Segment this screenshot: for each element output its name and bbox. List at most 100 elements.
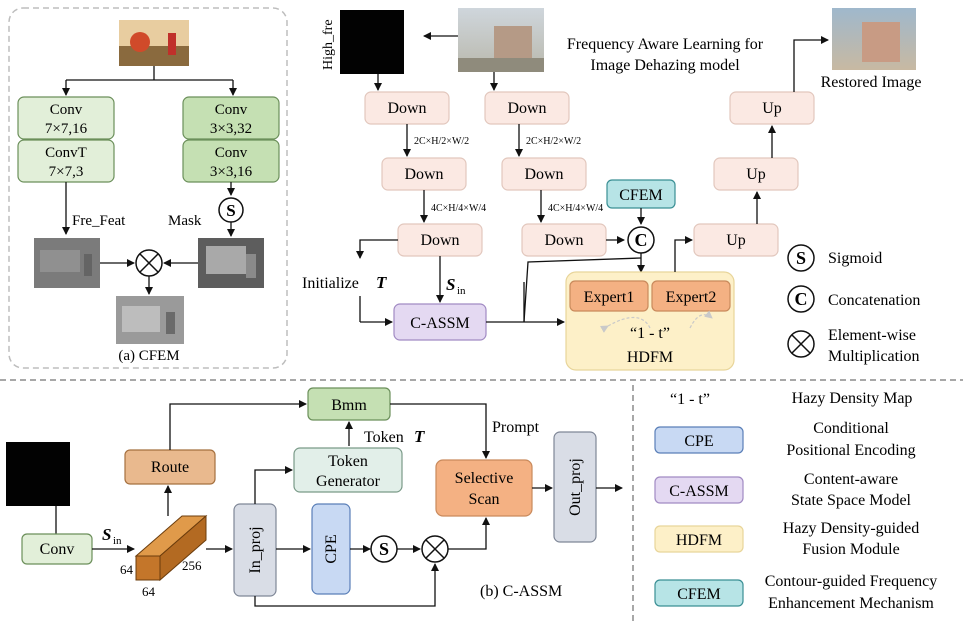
hdfm-1-t: “1 - t”	[630, 325, 670, 342]
down-img-1-label: Down	[507, 100, 546, 117]
legend-hdfm-line1: Hazy Density-guided	[783, 520, 919, 537]
concat-letter: C	[635, 230, 648, 250]
legend-cassm-line2: State Space Model	[791, 492, 912, 509]
cfem-fre-feat-label: Fre_Feat	[72, 213, 126, 229]
cfem-freq-feature-image	[34, 238, 100, 288]
cfem-conv2-box	[182, 96, 280, 140]
up-2-label: Up	[746, 166, 766, 183]
initialize-label: Initialize	[302, 275, 359, 292]
token-gen-line1: Token	[328, 453, 368, 470]
legend-hazy-map: Hazy Density Map	[792, 390, 913, 407]
up-1	[693, 223, 779, 257]
restored-image-label: Restored Image	[821, 74, 922, 91]
legend-hdfm-box	[654, 525, 744, 553]
hazy-input-image	[458, 8, 544, 72]
title-line2: Image Dehazing model	[590, 57, 740, 74]
cfem-output-image	[116, 296, 184, 344]
down-img-1	[484, 91, 570, 125]
expert1-label: Expert1	[584, 289, 635, 306]
down-img-2	[501, 157, 587, 191]
expert2-box	[651, 280, 731, 312]
down-hf-1-label: Down	[387, 100, 426, 117]
token-gen-line2: Generator	[316, 473, 381, 490]
legend-cpe-line1: Conditional	[813, 420, 889, 437]
dim-64a: 64	[120, 562, 134, 577]
cfem-sigmoid-letter: S	[226, 201, 235, 220]
high-fre-label: High_fre	[321, 19, 336, 70]
size-4c-hf: 4C×H/4×W/4	[431, 203, 486, 214]
legend-cpe-line2: Positional Encoding	[786, 442, 915, 459]
cassm-s-in-sub: in	[113, 535, 122, 547]
cfem-multiply-icon	[135, 249, 163, 277]
size-4c-img: 4C×H/4×W/4	[548, 203, 603, 214]
legend-concat-icon	[787, 285, 815, 313]
cfem-conv3-label: Conv	[215, 145, 248, 161]
cassm-sigmoid-letter: S	[379, 539, 389, 559]
cfem-panel-border	[8, 7, 288, 369]
out-proj-label: Out_proj	[567, 458, 584, 516]
cfem-conv1-box	[17, 96, 115, 140]
cfem-conv2-size: 3×3,32	[210, 121, 252, 137]
legend-cfem-line1: Contour-guided Frequency	[765, 573, 938, 590]
cfem-convt-label: ConvT	[45, 145, 87, 161]
cassm-multiply-icon	[421, 535, 449, 563]
cfem-mask-label: Mask	[168, 213, 202, 229]
s-in-main-sub: in	[457, 285, 466, 297]
cpe-label: CPE	[323, 534, 340, 563]
cassm-input-image	[6, 442, 70, 506]
legend-concat-letter: C	[795, 289, 808, 309]
legend-sigmoid-letter: S	[796, 248, 806, 268]
high-freq-image	[340, 10, 404, 74]
in-proj-label: In_proj	[247, 526, 264, 573]
down-img-3-label: Down	[544, 232, 583, 249]
legend-cpe-box-label: CPE	[684, 433, 713, 450]
feature-cube-icon	[134, 514, 208, 582]
initialize-t: T	[376, 273, 387, 292]
c-assm-main-label: C-ASSM	[410, 315, 470, 332]
legend-cfem-box-label: CFEM	[677, 586, 721, 603]
out-proj-box	[553, 431, 597, 543]
legend-sigmoid-icon	[787, 244, 815, 272]
hdfm-label: HDFM	[627, 349, 673, 366]
up-3-label: Up	[762, 100, 782, 117]
cfem-caption: (a) CFEM	[118, 348, 179, 364]
legend-mult-line1: Element-wise	[828, 327, 916, 344]
down-hf-3-label: Down	[420, 232, 459, 249]
legend-cassm-box-label: C-ASSM	[669, 483, 729, 500]
cfem-conv1-label: Conv	[50, 102, 83, 118]
up-2	[713, 157, 799, 191]
token-generator-box	[293, 447, 403, 493]
title-line1: Frequency Aware Learning for	[567, 36, 764, 53]
cfem-main-label: CFEM	[619, 187, 663, 204]
expert1-box	[569, 280, 649, 312]
cassm-s-in: S	[102, 525, 111, 544]
dim-64b: 64	[142, 584, 156, 599]
legend-1-t: “1 - t”	[670, 391, 710, 408]
prompt-label: Prompt	[492, 419, 540, 436]
legend-cassm-line1: Content-aware	[804, 471, 898, 488]
legend-cfem-line2: Enhancement Mechanism	[768, 595, 934, 612]
legend-mult-line2: Multiplication	[828, 348, 920, 365]
token-t-label: Token	[364, 429, 404, 446]
dim-256: 256	[182, 558, 202, 573]
down-img-2-label: Down	[524, 166, 563, 183]
restored-image	[832, 8, 916, 70]
size-2c-hf: 2C×H/2×W/2	[414, 136, 469, 147]
cfem-input-image	[119, 20, 189, 66]
legend-hdfm-line2: Fusion Module	[802, 541, 899, 558]
size-2c-img: 2C×H/2×W/2	[526, 136, 581, 147]
cassm-conv-label: Conv	[40, 541, 75, 558]
cfem-conv3-size: 3×3,16	[210, 164, 253, 180]
route-label: Route	[151, 459, 189, 476]
cfem-conv2-label: Conv	[215, 102, 248, 118]
token-t-symbol: T	[414, 427, 425, 446]
cfem-conv1-size: 7×7,16	[45, 121, 88, 137]
expert2-label: Expert2	[666, 289, 717, 306]
up-3	[729, 91, 815, 125]
bmm-label: Bmm	[331, 397, 367, 414]
legend-cpe-box	[654, 426, 744, 454]
high-fre-label-group: High_fre	[321, 19, 336, 70]
legend-cfem-box	[654, 579, 744, 607]
selective-scan-line1: Selective	[455, 470, 514, 487]
